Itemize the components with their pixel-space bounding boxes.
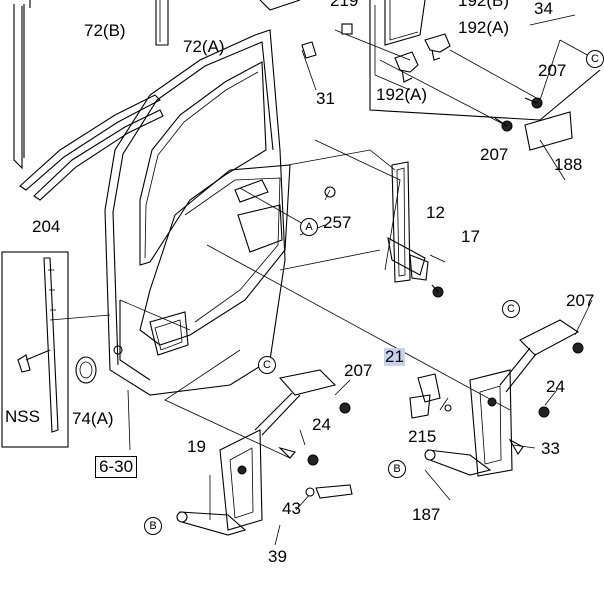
glass-run-channel bbox=[387, 161, 444, 298]
part-label-24-left: 24 bbox=[312, 415, 331, 434]
part-label-24-right: 24 bbox=[546, 377, 565, 396]
part-label-17: 17 bbox=[461, 227, 480, 246]
part-label-257: 257 bbox=[323, 213, 352, 232]
part-label-21: 21 bbox=[384, 347, 405, 366]
part-label-192b-top: 192(B) bbox=[458, 0, 510, 10]
part-label-19: 19 bbox=[187, 437, 206, 456]
regulator-left bbox=[176, 369, 351, 536]
upper-parts-frame bbox=[259, 0, 601, 121]
part-label-188: 188 bbox=[554, 155, 583, 174]
part-label-72a: 72(A) bbox=[183, 37, 225, 56]
label-188-plate bbox=[524, 111, 573, 151]
door-panel bbox=[104, 29, 291, 396]
callout-b-left: B bbox=[144, 517, 162, 535]
part-label-219: 219 bbox=[330, 0, 359, 10]
part-label-nss: NSS bbox=[5, 407, 40, 426]
regulator-right bbox=[424, 319, 584, 477]
callout-c-right: C bbox=[502, 300, 520, 318]
part-label-34: 34 bbox=[534, 0, 553, 18]
callout-c-top: C bbox=[586, 50, 604, 68]
regulator-motor-21 bbox=[409, 373, 441, 419]
clips bbox=[301, 23, 451, 83]
part-label-74a: 74(A) bbox=[72, 409, 114, 428]
part-label-207-mid: 207 bbox=[480, 145, 509, 164]
part-label-192a-mid: 192(A) bbox=[376, 85, 428, 104]
part-label-215: 215 bbox=[408, 427, 437, 446]
part-label-207-left: 207 bbox=[344, 361, 373, 380]
callout-b-right: B bbox=[388, 460, 406, 478]
part-label-187: 187 bbox=[412, 505, 441, 524]
callout-a-257: A bbox=[300, 218, 318, 236]
callout-c-left: C bbox=[258, 356, 276, 374]
nss-inset bbox=[1, 251, 69, 448]
part-label-6-30: 6-30 bbox=[95, 456, 138, 478]
part-label-31: 31 bbox=[316, 89, 335, 108]
washer-257 bbox=[324, 186, 336, 198]
part-label-204: 204 bbox=[32, 217, 61, 236]
part-label-43: 43 bbox=[282, 499, 301, 518]
part-label-12: 12 bbox=[426, 203, 445, 222]
screws-top bbox=[494, 97, 543, 132]
part-label-192a-top: 192(A) bbox=[458, 18, 510, 37]
window-crank-43 bbox=[305, 484, 353, 499]
grommet-74a bbox=[75, 356, 97, 384]
part-label-33: 33 bbox=[541, 439, 560, 458]
window-channel-strips bbox=[13, 0, 169, 201]
part-label-207-right: 207 bbox=[566, 291, 595, 310]
part-label-72b: 72(B) bbox=[84, 21, 126, 40]
part-label-207-top: 207 bbox=[538, 61, 567, 80]
part-label-39: 39 bbox=[268, 547, 287, 566]
